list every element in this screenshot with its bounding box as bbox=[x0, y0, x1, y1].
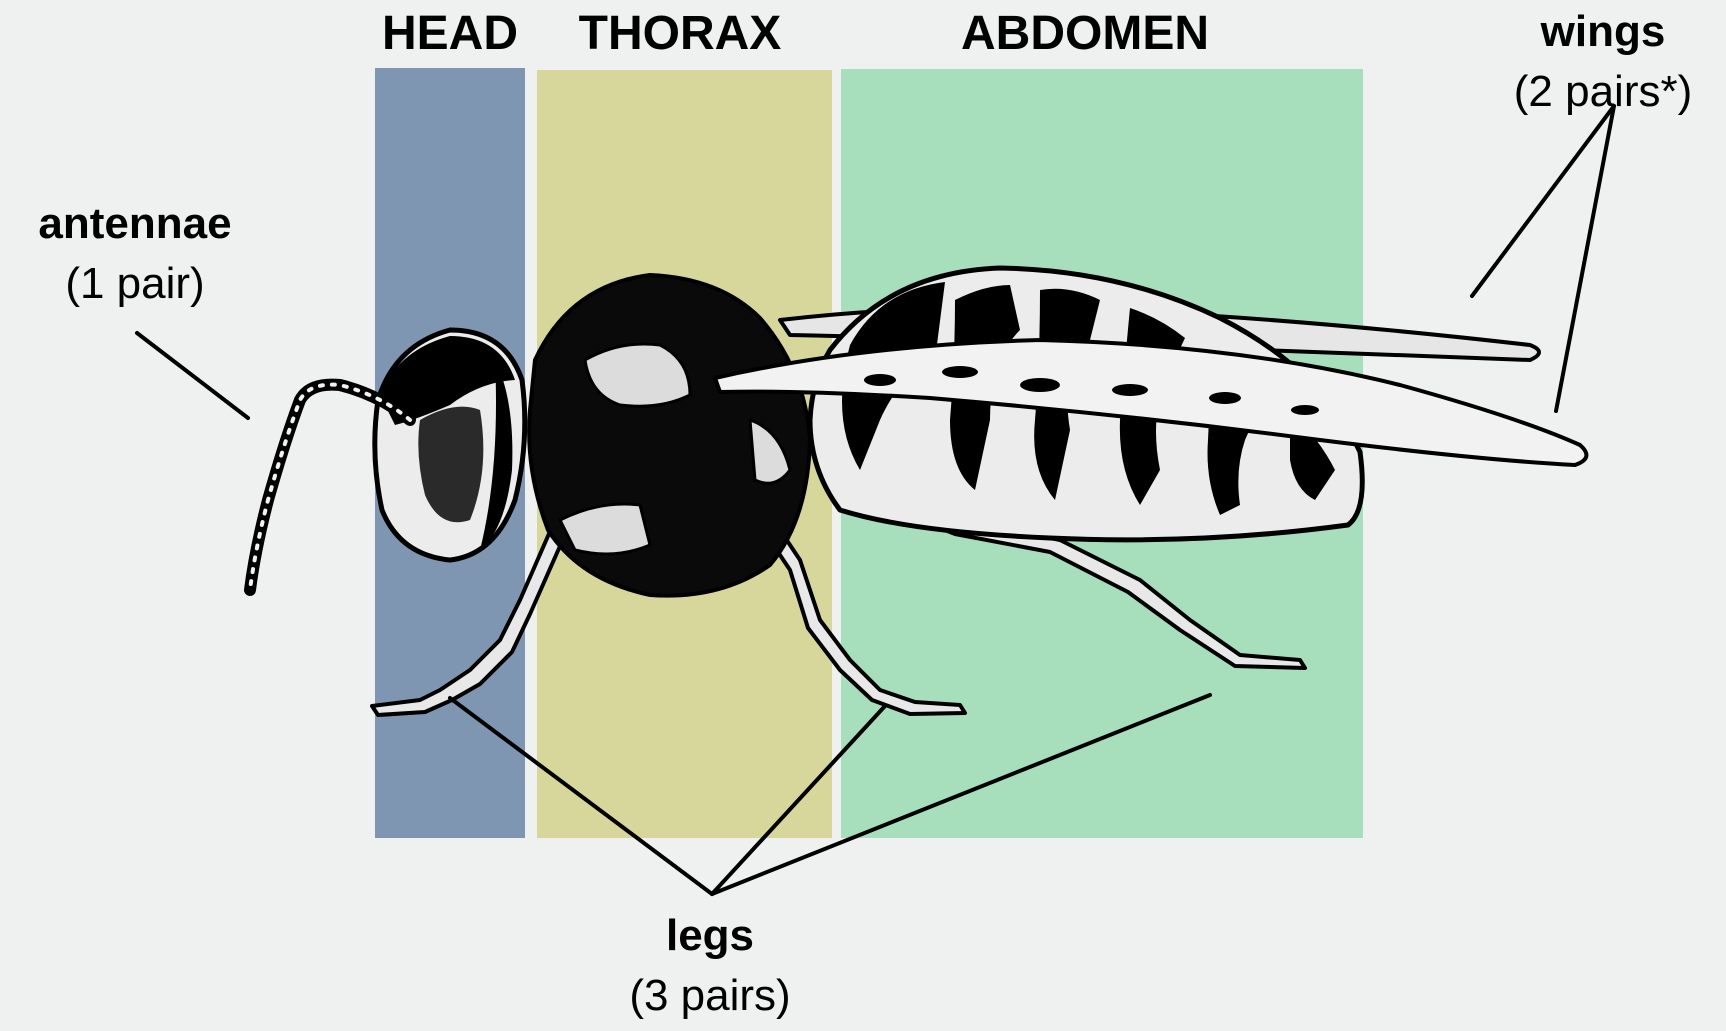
legs-leader-line-head bbox=[450, 698, 712, 894]
abdomen-section-title: ABDOMEN bbox=[900, 6, 1270, 62]
head-section-title: HEAD bbox=[360, 6, 540, 62]
legs-leader-line-abdomen bbox=[712, 695, 1210, 894]
wings-label-title: wings bbox=[1480, 2, 1726, 62]
legs-label-title: legs bbox=[580, 906, 840, 966]
antennae-label-title: antennae bbox=[0, 194, 270, 254]
legs-leader-line-thorax bbox=[712, 706, 885, 894]
wings-leader-line-lower bbox=[1556, 106, 1614, 411]
thorax-section-title: THORAX bbox=[530, 6, 830, 62]
wasp-drawing bbox=[250, 268, 1586, 715]
wings-leader-line-upper bbox=[1472, 106, 1614, 296]
wings-label: wings (2 pairs*) bbox=[1480, 2, 1726, 122]
legs-label: legs (3 pairs) bbox=[580, 906, 840, 1026]
wings-label-count: (2 pairs*) bbox=[1480, 62, 1726, 122]
legs-label-count: (3 pairs) bbox=[580, 966, 840, 1026]
antennae-label-count: (1 pair) bbox=[0, 254, 270, 314]
antennae-leader-line bbox=[137, 333, 248, 418]
antennae-label: antennae (1 pair) bbox=[0, 194, 270, 314]
